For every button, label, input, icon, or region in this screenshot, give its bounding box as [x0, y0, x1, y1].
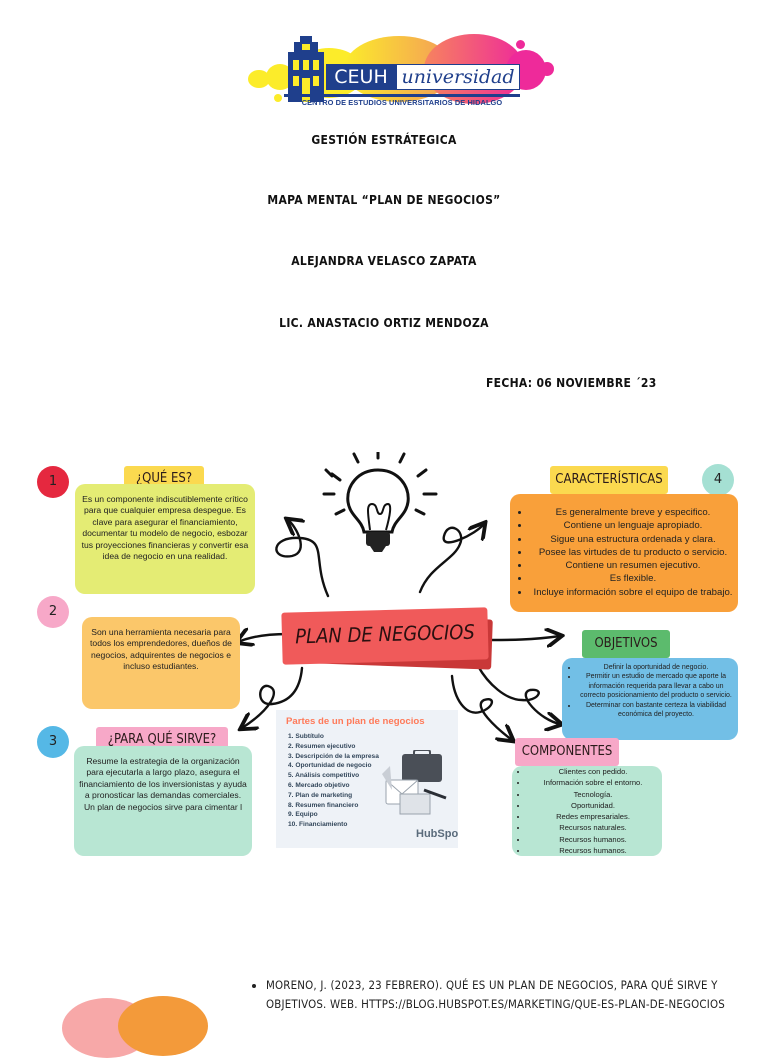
logo-script: universidad: [401, 66, 515, 88]
partes-item: 8. Resumen financiero: [288, 801, 359, 809]
decor-blob-orange: [118, 996, 208, 1056]
partes-image: Partes de un plan de negocios 1. Subtítu…: [276, 710, 458, 848]
objetivos-item: Determinar con bastante certeza la viabi…: [578, 701, 734, 720]
componentes-item: Recursos humanos.: [528, 834, 658, 845]
caracteristicas-card: Es generalmente breve y especifico.Conti…: [510, 494, 738, 612]
componentes-item: Tecnología.: [528, 789, 658, 800]
logo-underline: [284, 94, 520, 97]
author-name: ALEJANDRA VELASCO ZAPATA: [291, 254, 477, 268]
partes-item: 1. Subtítulo: [288, 733, 324, 740]
componentes-card: Clientes con pedido.Información sobre el…: [512, 766, 662, 856]
caracteristicas-item: Es flexible.: [530, 572, 736, 585]
componentes-item: Redes empresariales.: [528, 811, 658, 822]
date-line: FECHA: 06 NOVIEMBRE ´23: [486, 376, 657, 390]
componentes-item: Oportunidad.: [528, 800, 658, 811]
para-que-card: Resume la estrategia de la organización …: [74, 746, 252, 856]
center-node: PLAN DE NEGOCIOS: [281, 607, 494, 670]
partes-item: 10. Financiamiento: [288, 821, 348, 829]
objetivos-card: Definir la oportunidad de negocio.Permit…: [562, 658, 738, 740]
briefcase-icon: [382, 750, 447, 815]
partes-item: 3. Descripción de la empresa: [288, 752, 379, 760]
partes-title: Partes de un plan de negocios: [286, 716, 425, 727]
partes-list: 1. Subtítulo 2. Resumen ejecutivo 3. Descr…: [288, 732, 379, 830]
caracteristicas-item: Sigue una estructura ordenada y clara.: [530, 533, 736, 546]
document-title: MAPA MENTAL “PLAN DE NEGOCIOS”: [267, 193, 501, 207]
objetivos-item: Definir la oportunidad de negocio.: [578, 663, 734, 672]
caracteristicas-list: Es generalmente breve y especifico.Conti…: [512, 506, 736, 599]
badge-4: 4: [702, 464, 734, 496]
logo-tagline: CENTRO DE ESTUDIOS UNIVERSITARIOS DE HID…: [301, 98, 503, 107]
building-emblem-icon: [288, 36, 324, 102]
logo: CEUH universidad CENTRO DE ESTUDIOS UNIV…: [244, 28, 560, 118]
caracteristicas-item: Es generalmente breve y especifico.: [530, 506, 736, 519]
light-bulb-icon: [322, 452, 438, 552]
que-es-card: Es un componente indiscutiblemente críti…: [75, 484, 255, 594]
partes-item: 6. Mercado objetivo: [288, 781, 350, 789]
partes-item: 2. Resumen ejecutivo: [288, 742, 356, 750]
mindmap-connectors: [0, 0, 768, 1024]
objetivos-item: Permitir un estudio de mercado que aport…: [578, 672, 734, 700]
course-title: GESTIÓN ESTRÁTEGICA: [311, 133, 457, 147]
logo-script-box: universidad: [396, 64, 520, 90]
que-es-text: Es un componente indiscutiblemente críti…: [81, 494, 249, 562]
objetivos-label: OBJETIVOS: [582, 630, 670, 658]
componentes-item: Clientes con pedido.: [528, 766, 658, 777]
reference-text: MORENO, J. (2023, 23 FEBRERO). QUÉ ES UN…: [266, 976, 748, 1014]
badge-3: 3: [37, 726, 69, 758]
para-quien-card: Son una herramienta necesaria para todos…: [82, 617, 240, 709]
badge-2: 2: [37, 596, 69, 628]
logo-brand-box: CEUH: [326, 64, 396, 90]
componentes-item: Recursos naturales.: [528, 822, 658, 833]
caracteristicas-item: Contiene un lenguaje apropiado.: [530, 519, 736, 532]
reference: MORENO, J. (2023, 23 FEBRERO). QUÉ ES UN…: [248, 976, 748, 1014]
componentes-item: Recursos humanos.: [528, 845, 658, 856]
caracteristicas-label: CARACTERÍSTICAS: [550, 466, 668, 494]
partes-item: 5. Análisis competitivo: [288, 772, 360, 780]
teacher-name: LIC. ANASTACIO ORTIZ MENDOZA: [279, 316, 489, 330]
componentes-list: Clientes con pedido.Información sobre el…: [514, 766, 658, 856]
partes-item: 9. Equipo: [288, 811, 318, 819]
para-que-text: Resume la estrategia de la organización …: [79, 756, 247, 801]
caracteristicas-item: Incluye información sobre el equipo de t…: [530, 586, 736, 599]
componentes-label: COMPONENTES: [515, 738, 619, 766]
partes-item: 4. Oportunidad de negocio: [288, 762, 372, 770]
hubspot-brand: HubSpo: [416, 828, 458, 840]
objetivos-list: Definir la oportunidad de negocio.Permit…: [564, 663, 734, 719]
para-quien-text: Son una herramienta necesaria para todos…: [90, 627, 232, 672]
caracteristicas-item: Posee las virtudes de tu producto o serv…: [530, 546, 736, 559]
partes-item: 7. Plan de marketing: [288, 791, 353, 799]
logo-brand: CEUH: [334, 66, 388, 88]
para-que-text-cut: Un plan de negocios sirve para cimentar …: [83, 801, 243, 812]
caracteristicas-item: Contiene un resumen ejecutivo.: [530, 559, 736, 572]
componentes-item: Información sobre el entorno.: [528, 777, 658, 788]
badge-1: 1: [37, 466, 69, 498]
